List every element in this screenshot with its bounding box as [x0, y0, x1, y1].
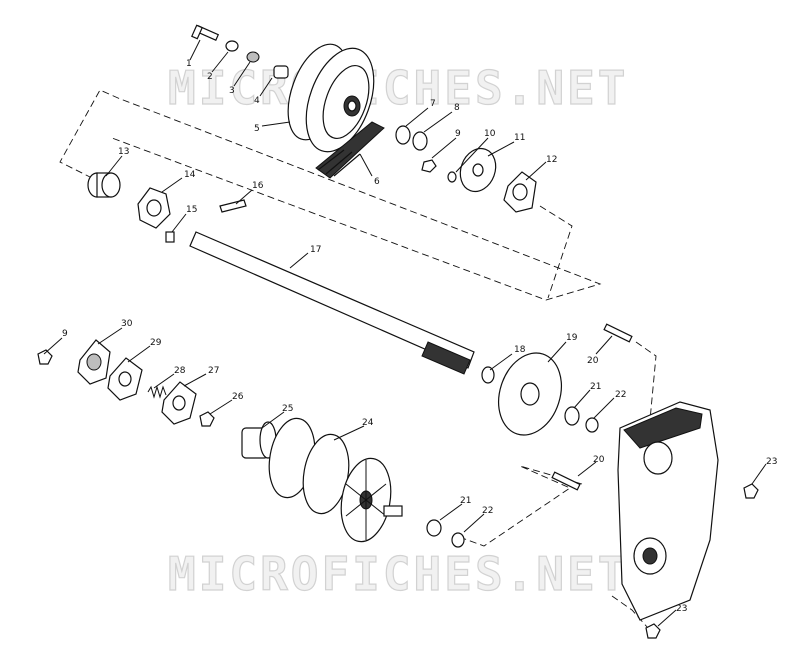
bolt-1 — [191, 24, 220, 42]
callout-labels: 1 2 3 4 5 6 7 8 9 10 11 12 13 14 15 16 1… — [62, 59, 777, 614]
bolt-20-upper — [603, 323, 633, 343]
shaft-17 — [189, 231, 475, 375]
seal-22-lower — [451, 532, 465, 548]
bolt-15 — [165, 231, 175, 243]
callout-23-upper: 23 — [766, 457, 777, 467]
callout-29: 29 — [150, 338, 162, 348]
washer-10 — [447, 171, 457, 183]
callout-30: 30 — [121, 319, 133, 329]
bearing-21-upper — [564, 406, 580, 426]
gasket-29 — [107, 357, 143, 401]
callout-17: 17 — [310, 245, 321, 255]
callout-26: 26 — [232, 392, 244, 402]
assembly-line-upper-right — [539, 205, 573, 299]
washer-3 — [246, 51, 260, 63]
nut-9-upper — [421, 159, 437, 173]
bearing-flange-12 — [503, 171, 537, 213]
callout-12: 12 — [546, 155, 557, 165]
assembly-line-bolt-top — [635, 341, 657, 421]
callout-27: 27 — [208, 366, 219, 376]
callout-21-lower: 21 — [460, 496, 471, 506]
bearing-21-lower — [426, 519, 442, 537]
assembly-line-upper — [59, 89, 602, 301]
nut-23-lower — [645, 623, 661, 639]
chaincase-housing — [617, 401, 719, 621]
spacer-4 — [273, 65, 289, 79]
flange-27 — [161, 381, 197, 425]
driven-pulley-5 — [287, 43, 375, 153]
washer-2 — [225, 40, 239, 52]
callout-4: 4 — [254, 96, 260, 106]
spring-28 — [147, 385, 167, 399]
bearing-cap-30 — [77, 339, 111, 385]
bearing-13 — [87, 172, 121, 198]
callout-21-upper: 21 — [590, 382, 601, 392]
callout-23-lower: 23 — [676, 604, 687, 614]
callout-22-lower: 22 — [482, 506, 493, 516]
watermark-bottom: MICROFICHES.NET — [168, 547, 628, 601]
sprocket-19 — [498, 352, 562, 436]
callout-3: 3 — [229, 86, 235, 96]
nut-26 — [199, 411, 215, 427]
callout-20-lower: 20 — [593, 455, 605, 465]
bolt-20-lower — [551, 471, 581, 491]
callout-20-upper: 20 — [587, 356, 599, 366]
bearing-plate-11 — [459, 147, 497, 193]
callout-5: 5 — [254, 124, 260, 134]
callout-15: 15 — [186, 205, 197, 215]
ring-8 — [412, 131, 428, 151]
leader-lines — [43, 39, 767, 627]
watermark-top: MICROFICHES.NET — [168, 61, 628, 115]
callout-19: 19 — [566, 333, 578, 343]
ring-7 — [395, 125, 411, 145]
callout-1: 1 — [186, 59, 192, 69]
callout-14: 14 — [184, 170, 196, 180]
callout-8: 8 — [454, 103, 460, 113]
callout-24: 24 — [362, 418, 374, 428]
callout-10: 10 — [484, 129, 496, 139]
callout-11: 11 — [514, 133, 525, 143]
flange-14 — [137, 187, 171, 229]
nut-9-lower — [37, 349, 53, 365]
belt-6 — [315, 121, 385, 179]
nut-23-upper — [743, 483, 759, 499]
assembly-line-lower-right — [611, 595, 649, 629]
callout-9-lower: 9 — [62, 329, 68, 339]
callout-28: 28 — [174, 366, 186, 376]
seal-22-upper — [585, 417, 599, 433]
callout-6: 6 — [374, 177, 380, 187]
callout-22-upper: 22 — [615, 390, 626, 400]
callout-18: 18 — [514, 345, 526, 355]
key-16 — [219, 199, 247, 213]
callout-2: 2 — [207, 72, 213, 82]
callout-13: 13 — [118, 147, 129, 157]
ring-18 — [481, 366, 495, 384]
callout-9-upper: 9 — [455, 129, 461, 139]
callout-25: 25 — [282, 404, 293, 414]
callout-16: 16 — [252, 181, 264, 191]
drive-sprockets-24 — [268, 417, 403, 543]
callout-7: 7 — [430, 99, 436, 109]
